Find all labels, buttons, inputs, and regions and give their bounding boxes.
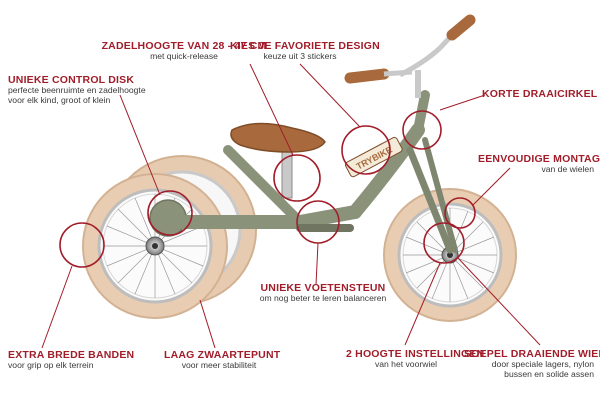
wheel-mount-callout-circle [444,197,476,229]
assembly-title: EENVOUDIGE MONTAGE [478,153,600,165]
label-assembly: EENVOUDIGE MONTAGE van de wielen [478,153,600,175]
tyre-callout-circle [59,222,105,268]
label-design: KIES JE FAVORIETE DESIGN keuze uit 3 sti… [230,40,380,62]
label-low-center: LAAG ZWAARTEPUNT voor meer stabiliteit [164,349,281,371]
footrest-sub: om nog beter te leren balanceren [259,293,387,304]
trybike-sticker: TRYBIKE [344,136,403,178]
label-footrest: UNIEKE VOETENSTEUN om nog beter te leren… [258,282,388,304]
front-wheel [383,188,517,322]
label-saddle-height: ZADELHOOGTE VAN 28 - 47 CM met quick-rel… [96,40,272,62]
assembly-sub: van de wielen [541,164,594,175]
label-smooth-wheels: SOEPEL DRAAIENDE WIELEN door speciale la… [464,348,600,380]
callout-circles [59,110,476,268]
saddle [230,122,326,199]
control-disk-sub-2: voor elk kind, groot of klein [8,94,111,105]
control-disk-sub-1: perfecte beenruimte en zadelhoogte [8,85,146,96]
leader-lines [41,63,541,349]
heights-title: 2 HOOGTE INSTELLINGEN [346,348,485,360]
headset-callout-circle [402,110,442,150]
bike-frame [163,90,458,254]
smooth-wheels-sub-2: bussen en solide assen [504,368,594,379]
saddle-height-title: ZADELHOOGTE VAN 28 - 47 CM [101,40,267,52]
heights-sub: van het voorwiel [374,359,438,370]
control-disk-callout-circle [147,190,193,236]
smooth-wheels-title: SOEPEL DRAAIENDE WIELEN [464,348,600,360]
handlebar [344,14,476,98]
label-turning-circle: KORTE DRAAICIRKEL [482,88,598,100]
sticker-callout-circle [341,125,391,175]
control-disk-title: UNIEKE CONTROL DISK [8,74,135,86]
turning-circle-title: KORTE DRAAICIRKEL [482,88,598,100]
saddle-callout-circle [273,154,321,202]
front-hub-callout-circle [423,222,465,264]
label-wide-tyres: EXTRA BREDE BANDEN voor grip op elk terr… [8,349,135,371]
label-control-disk: UNIEKE CONTROL DISK perfecte beenruimte … [8,74,178,106]
low-center-sub: voor meer stabiliteit [181,360,257,371]
smooth-wheels-sub-1: door speciale lagers, nylon [491,359,594,370]
footrest-title: UNIEKE VOETENSTEUN [260,282,386,294]
saddle-height-sub: met quick-release [150,51,218,62]
wide-tyres-sub: voor grip op elk terrein [8,360,94,371]
wide-tyres-title: EXTRA BREDE BANDEN [8,349,135,361]
design-sub: keuze uit 3 stickers [263,51,337,62]
design-title: KIES JE FAVORIETE DESIGN [230,40,380,52]
low-center-title: LAAG ZWAARTEPUNT [164,349,281,361]
label-heights: 2 HOOGTE INSTELLINGEN van het voorwiel [346,348,485,370]
